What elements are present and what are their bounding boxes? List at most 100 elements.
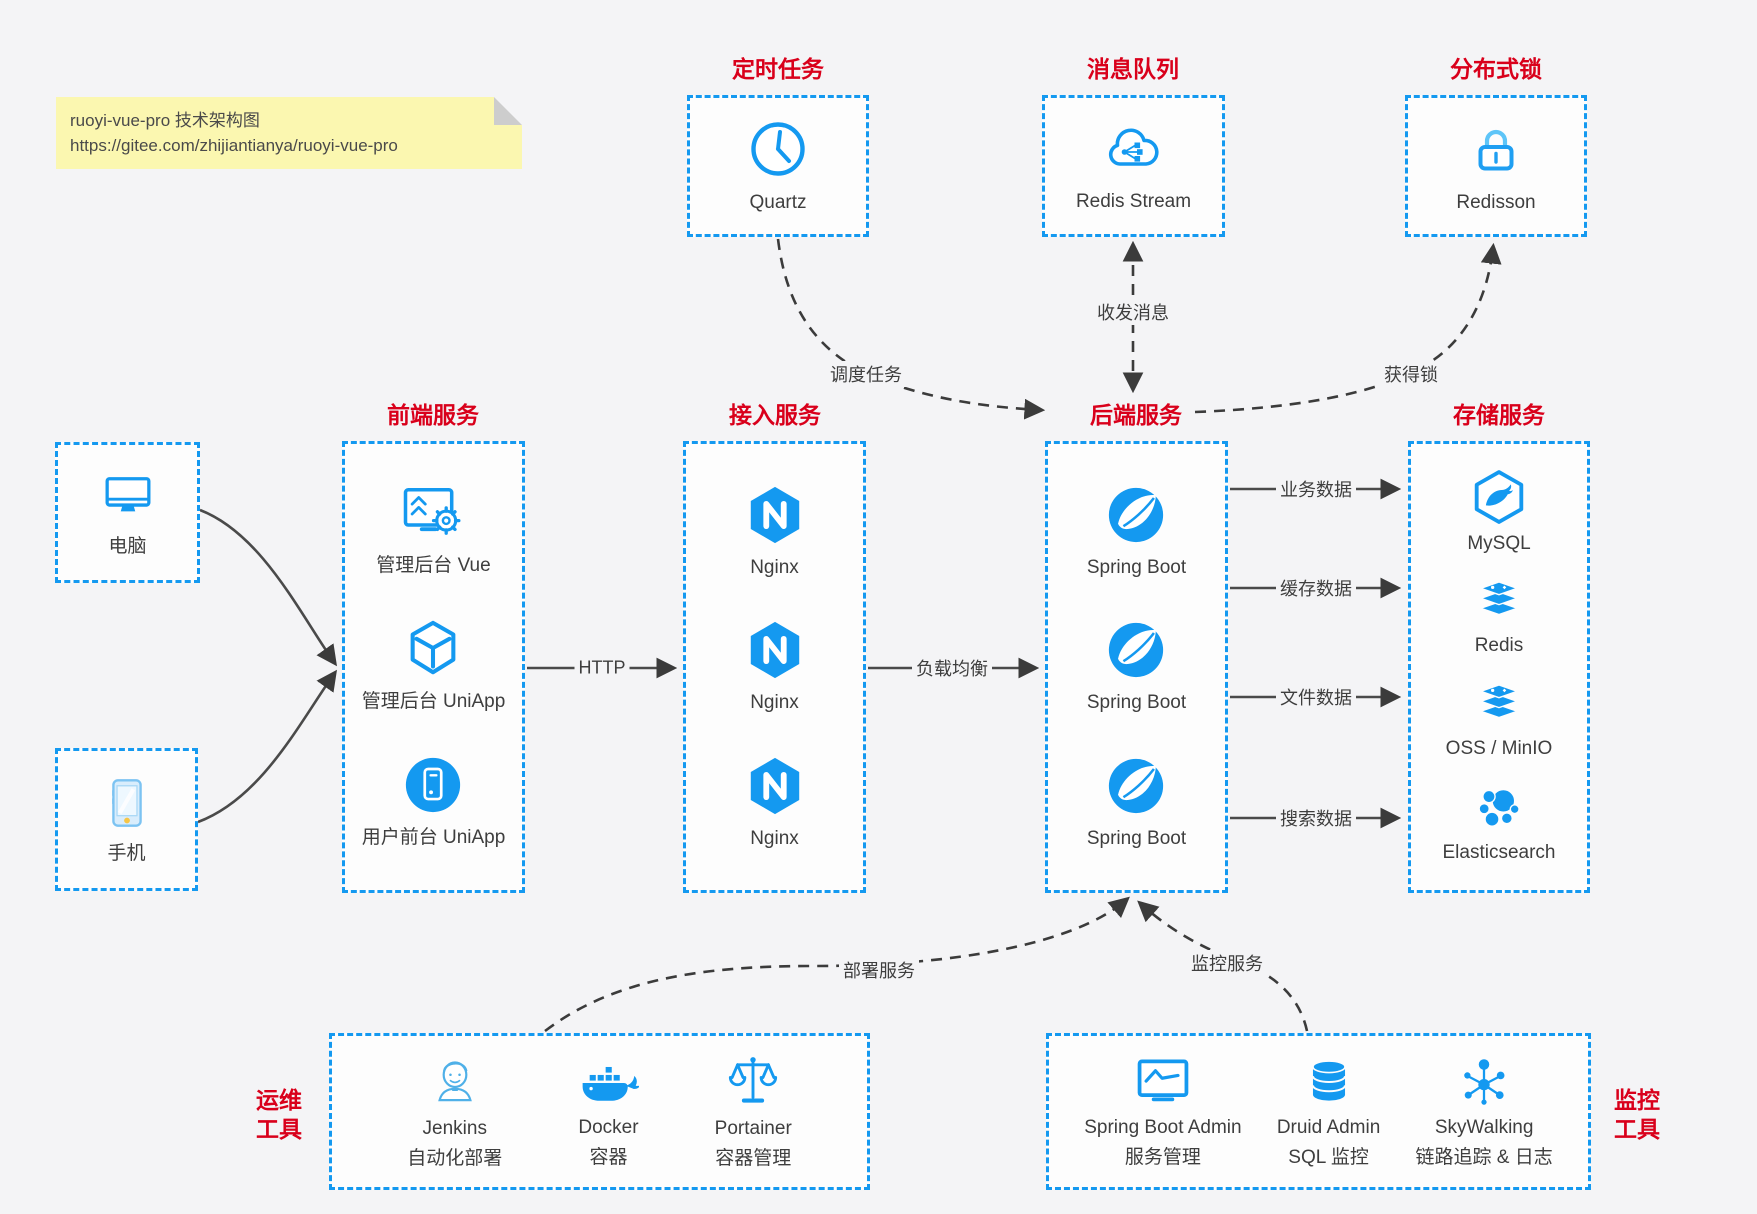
title-scheduler: 定时任务 — [732, 56, 824, 82]
node-sublabel: 容器管理 — [715, 1147, 792, 1169]
node-sublabel: 服务管理 — [1124, 1146, 1201, 1168]
group-devops-box: Jenkins 自动化部署 Docker 容器 — [329, 1033, 870, 1190]
group-pc-box: 电脑 — [55, 442, 200, 583]
edge-mobile-frontend — [197, 669, 338, 824]
spring-boot-icon — [1109, 622, 1164, 678]
node-redis: Redis — [1470, 575, 1528, 658]
desktop-icon — [105, 476, 150, 511]
druid-database-icon — [1311, 1059, 1346, 1101]
group-scheduler-box: Quartz — [687, 95, 869, 237]
edge-label-lock: 获得锁 — [1380, 361, 1442, 387]
edge-label-message: 收发消息 — [1093, 299, 1173, 325]
node-elasticsearch: Elasticsearch — [1443, 780, 1556, 865]
node-label: 管理后台 Vue — [376, 555, 491, 576]
node-skywalking: SkyWalking 链路追踪 & 日志 — [1416, 1054, 1553, 1170]
node-jenkins: Jenkins 自动化部署 — [407, 1053, 502, 1171]
title-lock: 分布式锁 — [1450, 56, 1542, 82]
node-label: SkyWalking — [1434, 1116, 1534, 1138]
edge-schedule-line — [776, 238, 1046, 420]
node-sublabel: 链路追踪 & 日志 — [1415, 1146, 1553, 1168]
node-label: Elasticsearch — [1442, 841, 1556, 863]
edge-label-http: HTTP — [574, 657, 630, 679]
cloud-share-icon — [1109, 128, 1160, 166]
node-label: 管理后台 UniApp — [361, 691, 506, 712]
group-mq-box: Redis Stream — [1042, 95, 1225, 237]
note-url: https://gitee.com/zhijiantianya/ruoyi-vu… — [70, 136, 398, 155]
node-nginx-2: Nginx — [744, 619, 806, 715]
node-portainer: Portainer 容器管理 — [715, 1053, 792, 1171]
title-storage: 存储服务 — [1453, 402, 1545, 428]
node-label: Nginx — [750, 692, 799, 713]
group-frontend-box: 管理后台 Vue 管理后台 UniApp 用户前台 UniApp — [342, 441, 525, 893]
lock-icon — [1478, 129, 1514, 171]
note-fold-corner — [494, 97, 522, 125]
group-gateway-box: Nginx Nginx Nginx — [683, 441, 866, 893]
node-mobile: 手机 — [98, 774, 156, 866]
node-pc: 电脑 — [99, 467, 157, 559]
node-admin-vue: 管理后台 Vue — [376, 484, 491, 578]
edge-label-deploy: 部署服务 — [839, 957, 919, 983]
node-boot-2: Spring Boot — [1087, 619, 1186, 715]
node-label: Spring Boot — [1086, 692, 1187, 713]
gear-icon — [432, 506, 461, 535]
elasticsearch-icon — [1478, 788, 1520, 827]
node-label: Redisson — [1456, 192, 1536, 213]
node-label: Spring Boot Admin — [1084, 1116, 1242, 1138]
phone-icon — [111, 778, 142, 827]
group-backend-box: Spring Boot Spring Boot Spring Boot — [1045, 441, 1228, 893]
node-label: Redis — [1474, 635, 1524, 657]
node-druid-admin: Druid Admin SQL 监控 — [1276, 1054, 1381, 1170]
title-backend: 后端服务 — [1090, 402, 1182, 428]
node-label: Spring Boot — [1086, 556, 1187, 578]
node-label: Druid Admin — [1276, 1116, 1381, 1138]
node-label: Redis Stream — [1075, 191, 1192, 212]
node-nginx-3: Nginx — [744, 755, 806, 851]
node-mysql: MySQL — [1467, 469, 1531, 556]
docker-icon — [583, 1065, 640, 1101]
node-sublabel: 容器 — [589, 1146, 628, 1168]
node-redisson: Redisson — [1456, 117, 1536, 215]
node-label: Spring Boot — [1086, 827, 1187, 849]
node-user-uniapp: 用户前台 UniApp — [361, 754, 506, 850]
node-label: Docker — [578, 1116, 639, 1138]
node-oss-minio: OSS / MinIO — [1445, 678, 1553, 761]
node-sublabel: 自动化部署 — [407, 1147, 503, 1169]
node-label: MySQL — [1467, 533, 1531, 555]
portainer-scales-icon — [729, 1056, 778, 1103]
spring-boot-icon — [1109, 758, 1164, 813]
node-sublabel: SQL 监控 — [1288, 1146, 1369, 1168]
edge-label-file: 文件数据 — [1276, 684, 1356, 710]
group-storage-box: MySQL Redis — [1408, 441, 1590, 893]
group-mobile-box: 手机 — [55, 748, 198, 891]
nginx-icon — [750, 757, 799, 814]
node-redis-stream: Redis Stream — [1076, 118, 1191, 214]
edge-lock-line — [1194, 242, 1502, 414]
devops-tools-label: 运维 工具 — [256, 1087, 302, 1142]
mysql-icon — [1474, 470, 1524, 525]
node-docker: Docker 容器 — [577, 1054, 640, 1170]
edge-label-lb: 负载均衡 — [912, 655, 992, 681]
node-label: Jenkins — [422, 1117, 487, 1139]
monitor-tools-label: 监控 工具 — [1614, 1087, 1660, 1142]
spring-boot-admin-icon — [1137, 1059, 1189, 1101]
edge-label-monitor: 监控服务 — [1187, 950, 1267, 976]
admin-vue-icon — [404, 488, 461, 535]
node-label: Quartz — [749, 192, 807, 213]
edge-label-search: 搜索数据 — [1276, 805, 1356, 831]
node-label: 用户前台 UniApp — [361, 827, 506, 848]
node-quartz: Quartz — [746, 117, 810, 215]
node-admin-uniapp: 管理后台 UniApp — [361, 618, 506, 714]
uniapp-user-icon — [406, 757, 461, 813]
edge-label-cache: 缓存数据 — [1276, 575, 1356, 601]
group-monitor-box: Spring Boot Admin 服务管理 Druid Admin SQL 监… — [1046, 1033, 1591, 1190]
edge-deploy-line — [544, 896, 1130, 1033]
sticky-note: ruoyi-vue-pro 技术架构图 https://gitee.com/zh… — [56, 97, 522, 169]
group-lock-box: Redisson — [1405, 95, 1587, 237]
node-label: OSS / MinIO — [1445, 737, 1553, 759]
clock-icon — [751, 122, 805, 176]
edge-pc-frontend — [199, 508, 338, 667]
node-label: 手机 — [107, 842, 146, 864]
skywalking-graph-icon — [1464, 1058, 1505, 1105]
oss-minio-icon — [1480, 683, 1518, 718]
